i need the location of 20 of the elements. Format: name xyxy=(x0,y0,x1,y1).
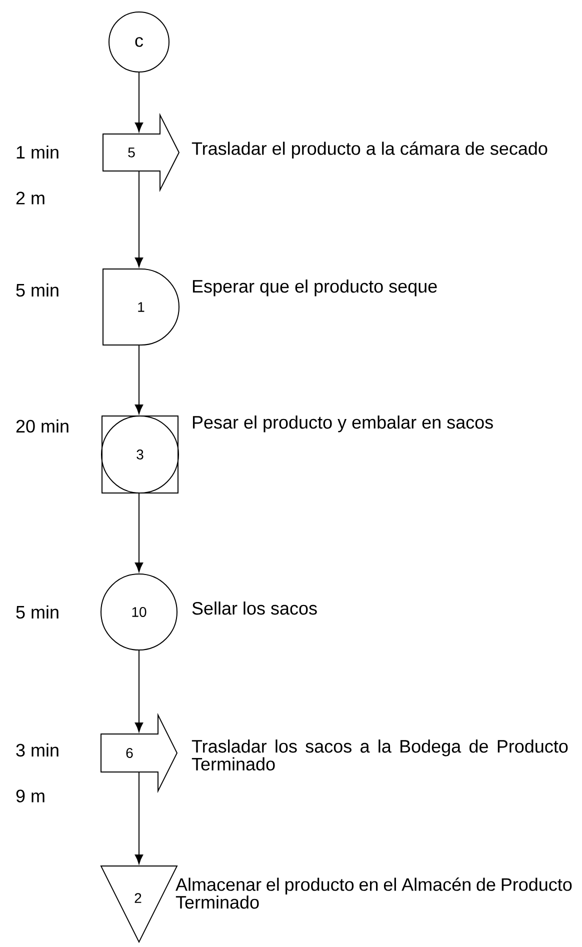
step-description: Esperar que el producto seque xyxy=(192,280,437,296)
arrow xyxy=(134,650,144,732)
arrow xyxy=(134,345,144,414)
delay-symbol: 1 xyxy=(102,268,180,346)
step-description: Trasladar el producto a la cámara de secado xyxy=(192,142,548,158)
time-label: 20 min xyxy=(16,419,68,433)
time-label: 5 min xyxy=(16,605,58,619)
step-description: Pesar el producto y embalar en sacos xyxy=(192,416,493,432)
arrow xyxy=(134,493,144,572)
arrow xyxy=(134,72,144,132)
time-label: 5 min xyxy=(16,283,58,297)
time-label: 1 min xyxy=(16,145,58,159)
time-label: 2 m xyxy=(16,192,44,204)
arrow xyxy=(134,171,144,268)
step-description: Trasladar los sacos a la Bodega de Producto Terminado xyxy=(192,740,568,770)
time-label: 3 min xyxy=(16,743,58,757)
time-label: 9 m xyxy=(16,790,44,802)
step-description: Almacenar el producto en el Almacén de Producto Terminado xyxy=(176,878,572,909)
arrow xyxy=(134,772,144,864)
step-description: Sellar los sacos xyxy=(192,602,317,615)
